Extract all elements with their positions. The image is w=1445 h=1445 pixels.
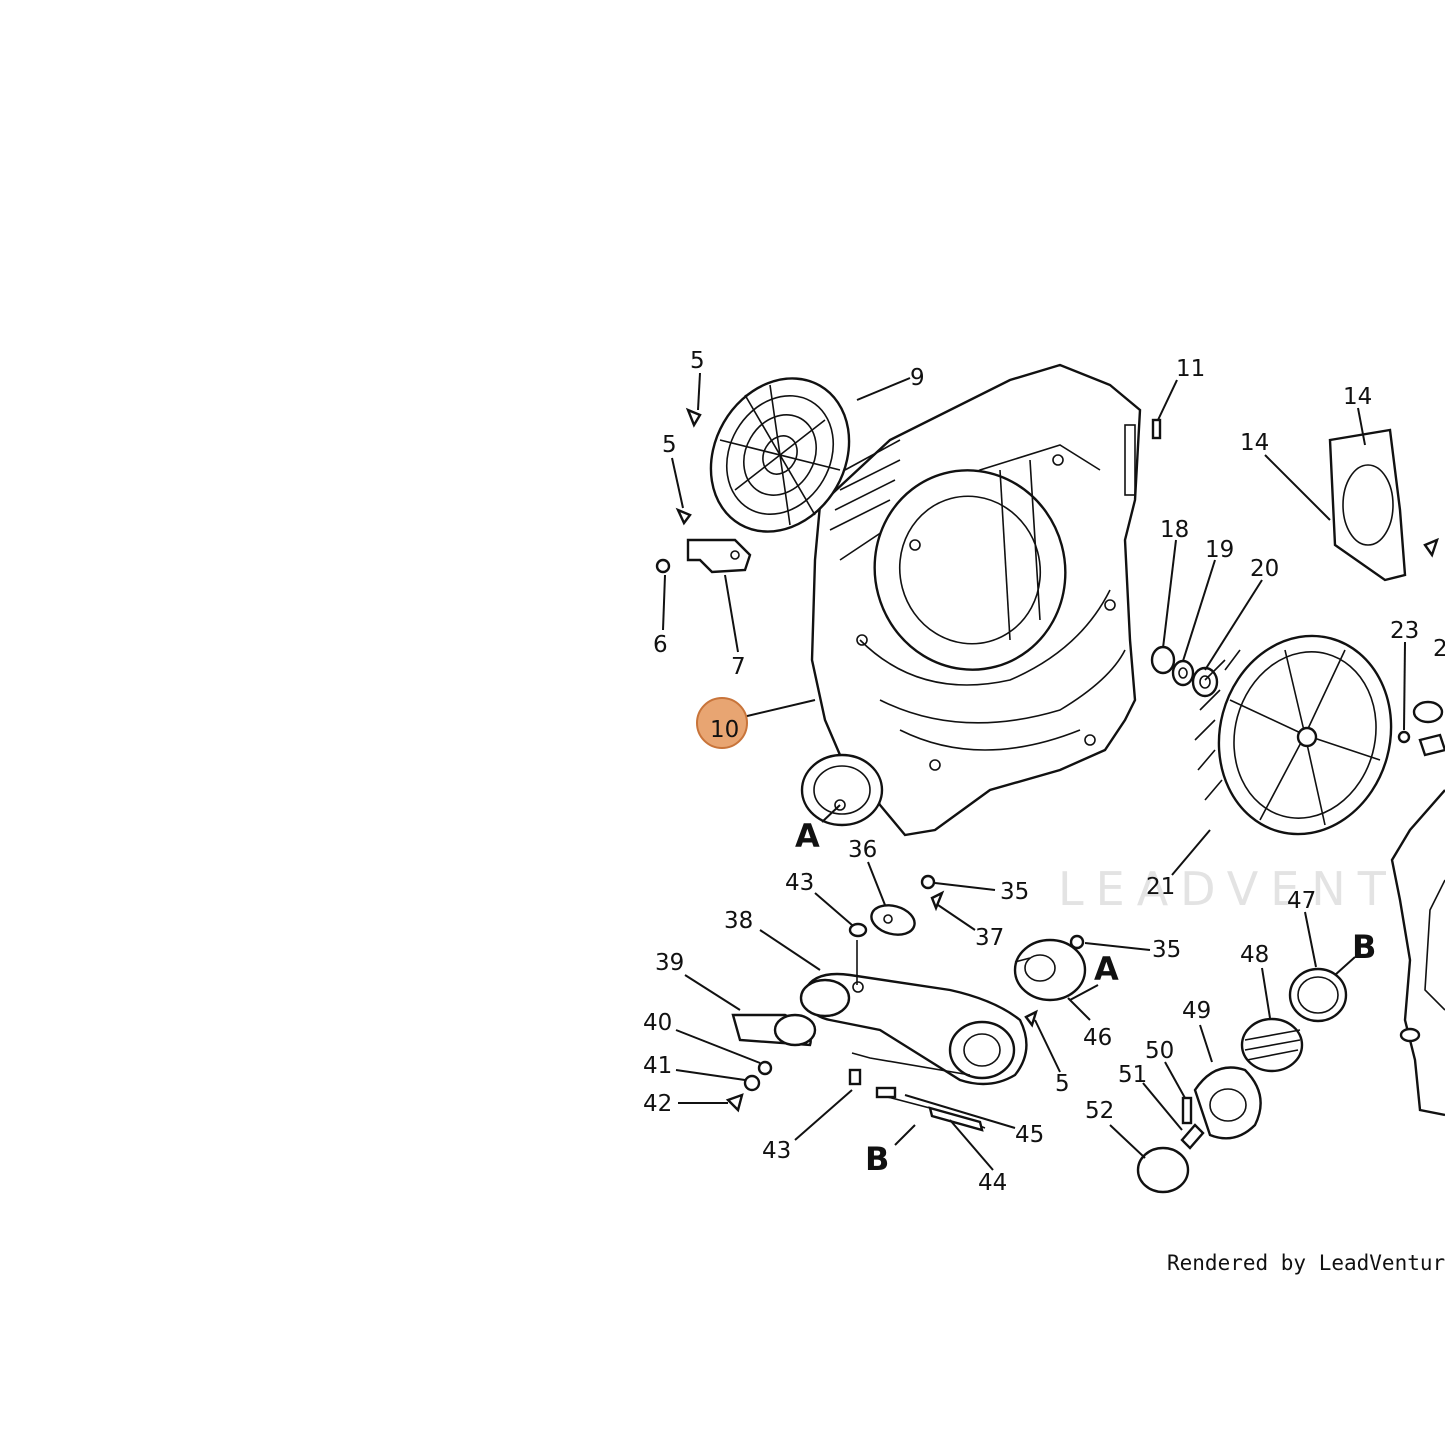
- callout-51[interactable]: 51: [1118, 1062, 1147, 1088]
- callout-38[interactable]: 38: [724, 908, 753, 934]
- callout-23[interactable]: 23: [1390, 618, 1419, 644]
- plate-assembly-a: [1013, 938, 1087, 1028]
- callout-39[interactable]: 39: [655, 950, 684, 976]
- callout-9[interactable]: 9: [910, 365, 925, 391]
- callout-45[interactable]: 45: [1015, 1122, 1044, 1148]
- pin-part: [1151, 418, 1162, 440]
- callout-18[interactable]: 18: [1160, 517, 1189, 543]
- mounting-bracket: [686, 538, 752, 574]
- render-credit: Rendered by LeadVenture, In: [1167, 1251, 1445, 1275]
- callout-40[interactable]: 40: [643, 1010, 672, 1036]
- callout-7[interactable]: 7: [731, 654, 746, 680]
- callout-47[interactable]: 47: [1287, 888, 1316, 914]
- callout-21[interactable]: 21: [1146, 874, 1175, 900]
- gasket-plates: [1328, 428, 1439, 582]
- callout-6[interactable]: 6: [653, 632, 668, 658]
- callout-49[interactable]: 49: [1182, 998, 1211, 1024]
- callout-43-lower[interactable]: 43: [762, 1138, 791, 1164]
- wire-harness: [848, 1052, 986, 1132]
- callout-42[interactable]: 42: [643, 1091, 672, 1117]
- marker-b-right: B: [1352, 928, 1376, 966]
- fan-shroud-housing: [810, 363, 1142, 837]
- callout-10-highlight[interactable]: [696, 697, 748, 749]
- intake-ring: [800, 753, 884, 827]
- watermark-text: LEADVENT: [1058, 862, 1398, 916]
- callout-14-top[interactable]: 14: [1343, 384, 1372, 410]
- bearing-spring-cap: [1193, 967, 1348, 1140]
- callout-37[interactable]: 37: [975, 925, 1004, 951]
- callout-46[interactable]: 46: [1083, 1025, 1112, 1051]
- callout-5-lower[interactable]: 5: [1055, 1071, 1070, 1097]
- callout-14[interactable]: 14: [1240, 430, 1269, 456]
- callout-19[interactable]: 19: [1205, 537, 1234, 563]
- callout-20[interactable]: 20: [1250, 556, 1279, 582]
- marker-a-lower: A: [1094, 950, 1119, 988]
- screw-icon: [655, 407, 702, 574]
- callout-labels: 5 9 11 14 14 5 6 7 10 18 19 20 23 2 21 A…: [643, 348, 1445, 1196]
- marker-a-top: A: [795, 817, 820, 855]
- callout-50[interactable]: 50: [1145, 1038, 1174, 1064]
- callout-41[interactable]: 41: [643, 1053, 672, 1079]
- pin-and-clip: [1136, 1096, 1205, 1194]
- callout-52[interactable]: 52: [1085, 1098, 1114, 1124]
- callout-35-lower[interactable]: 35: [1152, 937, 1181, 963]
- callout-36[interactable]: 36: [848, 837, 877, 863]
- control-arm-housing: [799, 940, 1028, 1086]
- callout-10[interactable]: 10: [710, 717, 739, 743]
- callout-44[interactable]: 44: [978, 1170, 1007, 1196]
- handle-parts: [725, 1013, 817, 1113]
- small-fittings: [1397, 700, 1445, 757]
- nut-washer-set: [1150, 645, 1219, 698]
- leader-lines: [662, 372, 1406, 1171]
- callout-5[interactable]: 5: [690, 348, 705, 374]
- callout-11[interactable]: 11: [1176, 356, 1205, 382]
- right-housing-partial: [1390, 789, 1445, 1117]
- cooling-fan-wheel: [1194, 634, 1393, 836]
- callout-2x[interactable]: 2: [1433, 636, 1445, 662]
- callout-35[interactable]: 35: [1000, 879, 1029, 905]
- fan-grille: [709, 377, 851, 533]
- callout-48[interactable]: 48: [1240, 942, 1269, 968]
- marker-b-lower: B: [865, 1140, 889, 1178]
- callout-5-left[interactable]: 5: [662, 432, 677, 458]
- cover-plate: [848, 874, 1085, 950]
- callout-43[interactable]: 43: [785, 870, 814, 896]
